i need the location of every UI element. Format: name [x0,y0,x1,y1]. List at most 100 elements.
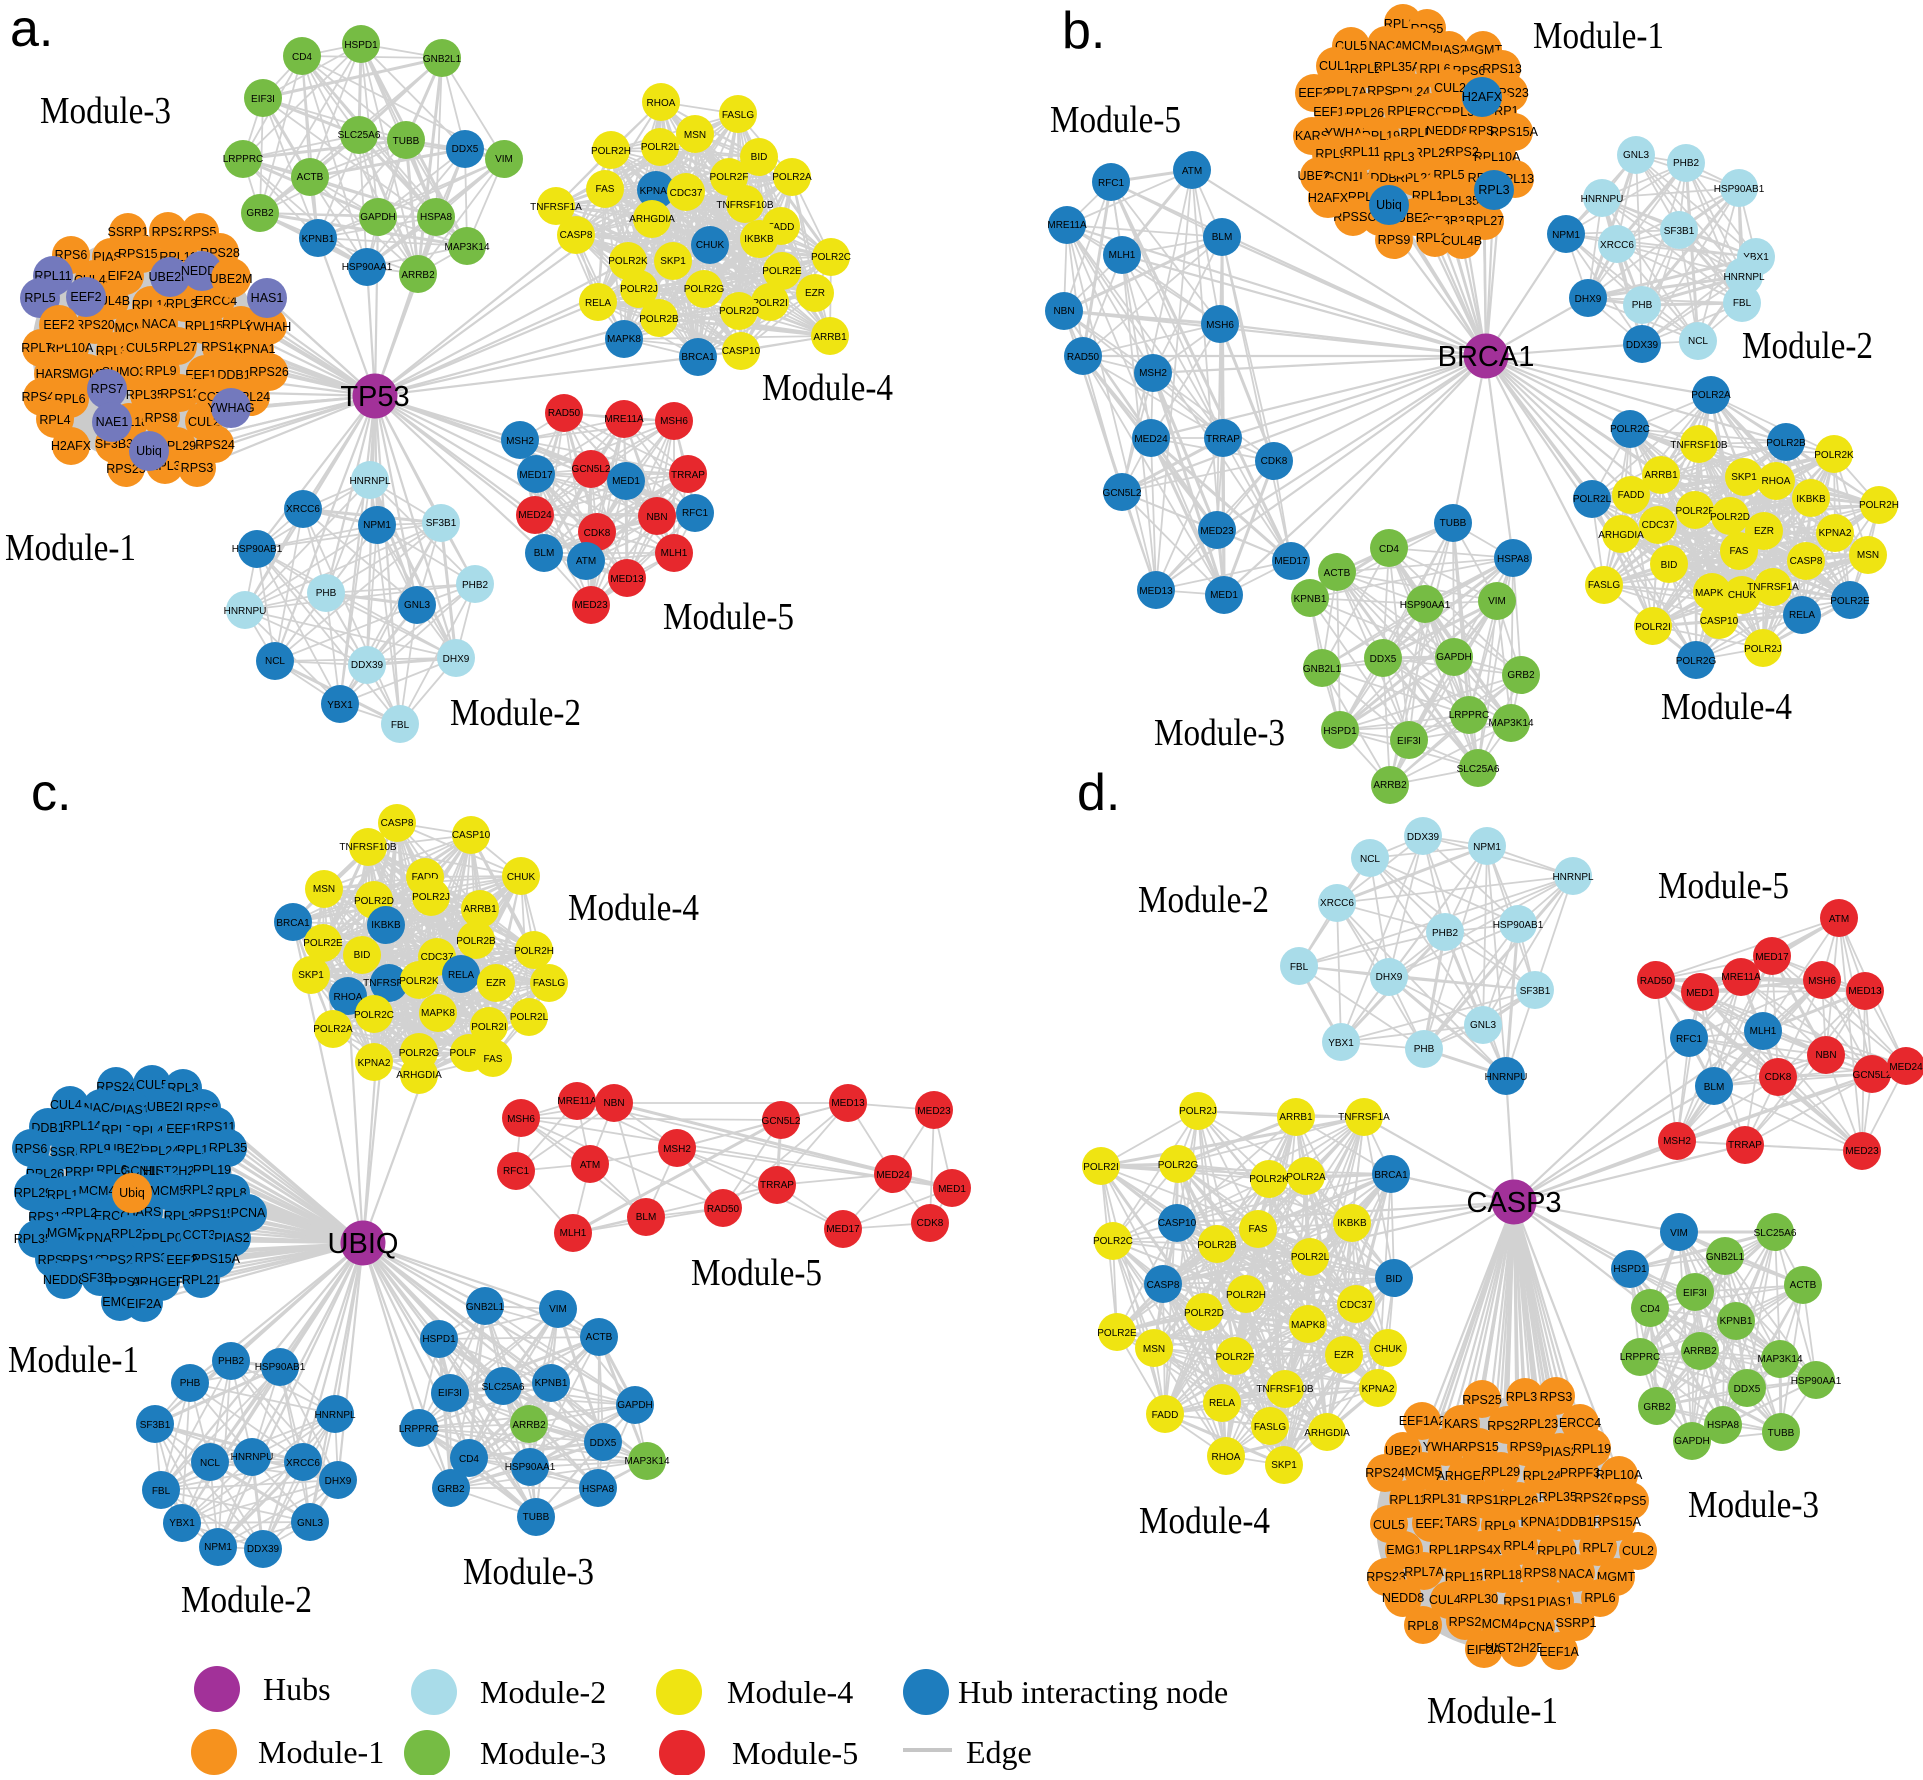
svg-text:Ubiq: Ubiq [1376,198,1402,212]
svg-text:IKBKB: IKBKB [1337,1218,1367,1229]
svg-text:TNFRSF10B: TNFRSF10B [339,842,397,853]
svg-text:Module-1: Module-1 [1533,15,1664,57]
svg-text:RPL15: RPL15 [185,319,223,333]
svg-text:TUBB: TUBB [1768,1428,1795,1439]
svg-text:POLR2C: POLR2C [811,252,851,263]
svg-text:CD4: CD4 [1379,544,1399,555]
svg-text:HSPD1: HSPD1 [1613,1264,1647,1275]
svg-text:RHOA: RHOA [1212,1452,1241,1463]
svg-text:EZR: EZR [1334,1350,1354,1361]
svg-text:EIF3I: EIF3I [438,1388,462,1399]
svg-text:Edge: Edge [966,1734,1032,1770]
svg-text:DDX5: DDX5 [452,144,479,155]
svg-text:IKBKB: IKBKB [1796,494,1826,505]
svg-text:MAPK8: MAPK8 [1291,1320,1325,1331]
svg-text:RPL23: RPL23 [1520,1417,1558,1431]
svg-text:FASLG: FASLG [722,110,754,121]
svg-text:MLH1: MLH1 [1109,250,1136,261]
svg-text:RPL27: RPL27 [111,1227,149,1241]
svg-text:RPS24: RPS24 [195,438,235,452]
svg-text:POLR2K: POLR2K [1249,1174,1289,1185]
svg-text:FAS: FAS [1249,1224,1268,1235]
svg-text:LRPPRC: LRPPRC [1449,710,1490,721]
svg-text:POLR2G: POLR2G [684,284,725,295]
svg-text:BRCA1: BRCA1 [1438,341,1535,373]
svg-text:CUL5: CUL5 [1373,1518,1405,1532]
svg-text:YBX1: YBX1 [1743,252,1769,263]
svg-text:POLR2D: POLR2D [1710,512,1750,523]
svg-text:SLC25A6: SLC25A6 [338,130,381,141]
svg-text:MRE11A: MRE11A [604,414,644,425]
svg-text:CDK8: CDK8 [917,1218,944,1229]
svg-text:TRRAP: TRRAP [760,1180,794,1191]
svg-text:BID: BID [354,950,371,961]
svg-text:TRRAP: TRRAP [1206,434,1240,445]
svg-text:MED1: MED1 [612,476,640,487]
svg-text:ARHGDIA: ARHGDIA [629,214,675,225]
svg-text:MSN: MSN [1143,1344,1165,1355]
svg-text:HNRNPU: HNRNPU [1485,1072,1528,1083]
svg-text:DDX39: DDX39 [351,660,384,671]
svg-text:MRE11A: MRE11A [557,1096,597,1107]
svg-text:RPL4: RPL4 [1503,1539,1534,1553]
svg-text:SKP1: SKP1 [298,970,324,981]
svg-text:RPS2: RPS2 [1449,1615,1482,1629]
svg-text:c.: c. [31,764,71,822]
svg-text:TNFRSF10B: TNFRSF10B [1256,1384,1314,1395]
svg-text:NBN: NBN [646,512,667,523]
svg-text:MED24: MED24 [876,1170,910,1181]
svg-text:Module-4: Module-4 [1139,1500,1270,1542]
svg-text:NCL: NCL [1360,854,1380,865]
svg-text:Ubiq: Ubiq [136,444,162,458]
svg-text:NCL: NCL [265,656,285,667]
svg-text:POLR2B: POLR2B [456,936,496,947]
svg-text:POLR2I: POLR2I [1635,622,1671,633]
svg-text:NACA: NACA [142,317,177,331]
svg-text:YBX1: YBX1 [1328,1038,1354,1049]
svg-text:HSP90AB1: HSP90AB1 [1714,184,1765,195]
svg-text:RPL7: RPL7 [1387,104,1418,118]
svg-text:NPM1: NPM1 [1473,842,1501,853]
svg-text:MRE11A: MRE11A [1047,220,1087,231]
svg-text:CASP8: CASP8 [560,230,593,241]
svg-text:GCN5L2: GCN5L2 [1103,488,1142,499]
svg-text:POLR2J: POLR2J [620,284,658,295]
svg-text:CHUK: CHUK [696,240,725,251]
svg-text:TUBB: TUBB [393,136,420,147]
svg-text:NEDD8: NEDD8 [1382,1591,1424,1605]
svg-text:DDX39: DDX39 [247,1544,280,1555]
svg-text:HNRNPU: HNRNPU [1581,194,1624,205]
svg-text:HSPD1: HSPD1 [1323,726,1357,737]
svg-text:RPS6: RPS6 [15,1142,48,1156]
svg-text:POLR2E: POLR2E [1830,596,1870,607]
svg-text:VIM: VIM [549,1304,567,1315]
svg-text:RPL35A: RPL35A [1539,1490,1586,1504]
svg-text:POLR2K: POLR2K [608,256,648,267]
svg-text:Hubs: Hubs [263,1671,331,1707]
svg-text:GRB2: GRB2 [1643,1402,1671,1413]
svg-text:POLR2H: POLR2H [1859,500,1899,511]
svg-text:GNL3: GNL3 [1623,150,1650,161]
svg-text:Module-4: Module-4 [1661,686,1792,728]
svg-text:GRB2: GRB2 [1507,670,1535,681]
svg-text:DDX39: DDX39 [1626,340,1659,351]
svg-text:ARRB2: ARRB2 [401,270,435,281]
svg-text:MSH2: MSH2 [506,436,534,447]
svg-text:BLM: BLM [1212,232,1233,243]
svg-text:MLH1: MLH1 [560,1228,587,1239]
svg-text:HSPD1: HSPD1 [344,40,378,51]
svg-text:MSH2: MSH2 [663,1144,691,1155]
svg-text:GCN5L2: GCN5L2 [762,1116,801,1127]
svg-text:ACTB: ACTB [297,172,324,183]
svg-text:GAPDH: GAPDH [1674,1436,1710,1447]
svg-text:RPS5: RPS5 [184,225,217,239]
svg-text:Module-2: Module-2 [181,1579,312,1621]
svg-text:EZR: EZR [805,288,825,299]
svg-text:MED17: MED17 [826,1224,860,1235]
svg-text:Module-4: Module-4 [568,887,699,929]
svg-text:TNFRSF1A: TNFRSF1A [530,202,582,213]
svg-text:CDC37: CDC37 [1340,1300,1373,1311]
svg-text:SLC25A6: SLC25A6 [1754,1228,1797,1239]
svg-text:ARRB2: ARRB2 [1373,780,1407,791]
svg-text:EEF2: EEF2 [70,290,101,304]
